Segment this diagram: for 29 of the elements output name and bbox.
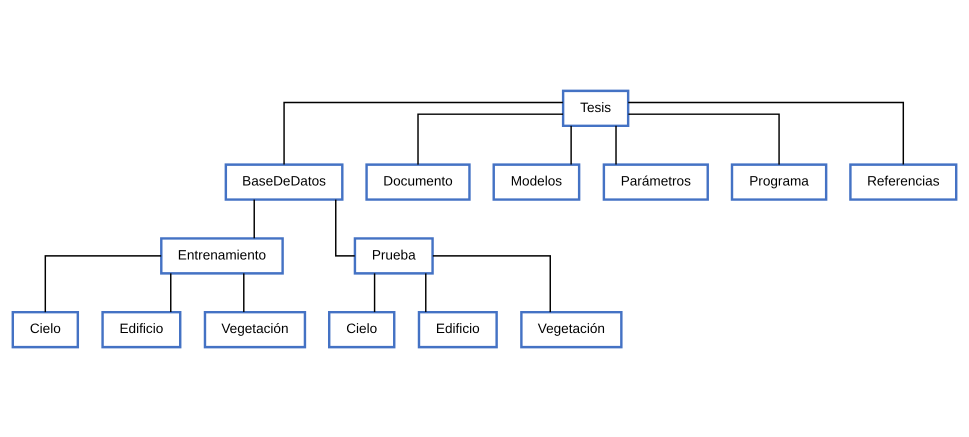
connector <box>254 199 255 238</box>
connector <box>417 112 564 164</box>
connector <box>628 101 904 164</box>
connector <box>170 272 172 312</box>
node-box: Referencias <box>849 162 958 200</box>
connector <box>44 254 162 312</box>
node-box: Modelos <box>492 162 580 200</box>
node-box: Programa <box>730 162 828 200</box>
connector <box>335 199 355 256</box>
connector <box>432 254 551 312</box>
connector <box>570 125 572 164</box>
node-box: Entrenamiento <box>160 236 284 274</box>
node-box: Prueba <box>354 236 434 274</box>
connector <box>374 272 376 312</box>
node-box: Edificio <box>101 310 182 348</box>
node-box: Vegetación <box>204 310 306 348</box>
connector <box>283 101 563 164</box>
node-box: Vegetación <box>520 310 623 348</box>
connector <box>628 112 780 164</box>
node-box: Parámetros <box>602 162 709 200</box>
node-box: Documento <box>365 162 471 200</box>
node-box: Tesis <box>562 89 630 127</box>
connector <box>615 125 617 164</box>
node-box: Cielo <box>328 310 396 348</box>
node-box: Cielo <box>12 310 80 348</box>
node-box: Edificio <box>418 310 498 348</box>
node-box: BaseDeDatos <box>224 162 344 200</box>
connector <box>425 272 426 312</box>
connector <box>243 272 245 312</box>
